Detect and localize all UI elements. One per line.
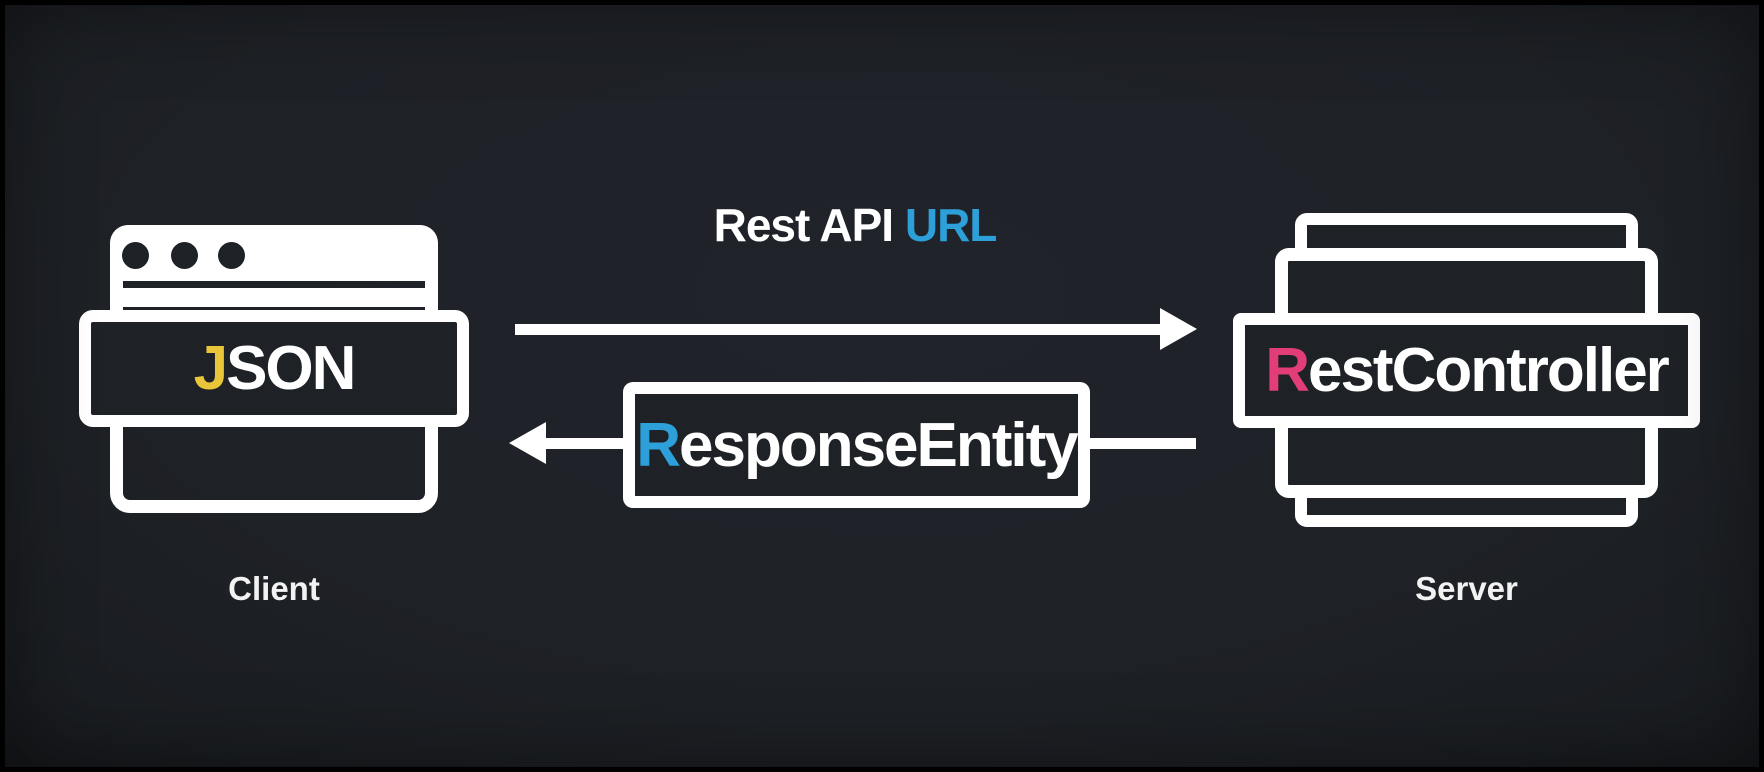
rest-controller-label-rest: estController	[1307, 336, 1670, 405]
browser-toolbar-bar	[122, 288, 427, 307]
server-caption: Server	[1415, 570, 1518, 607]
json-label-rest: SON	[226, 334, 356, 403]
window-control-dot-icon	[218, 242, 245, 269]
browser-titlebar	[110, 225, 438, 281]
json-label-accent: J	[193, 334, 229, 403]
response-label-accent: R	[636, 410, 681, 480]
response-arrow-shaft-left	[543, 438, 627, 449]
request-label-main: Rest API	[713, 199, 894, 251]
response-arrowhead-icon	[509, 422, 546, 464]
request-arrow-shaft	[515, 324, 1163, 335]
window-control-dot-icon	[122, 242, 149, 269]
response-arrow-shaft-right	[1086, 438, 1196, 449]
request-arrowhead-icon	[1160, 308, 1197, 350]
response-label-rest: esponseEntity	[679, 410, 1079, 480]
window-control-dot-icon	[171, 242, 198, 269]
client-caption: Client	[228, 570, 320, 607]
request-arrow-label: Rest API URL	[490, 198, 1220, 252]
rest-controller-label-accent: R	[1265, 336, 1310, 405]
request-label-accent: URL	[904, 199, 998, 251]
